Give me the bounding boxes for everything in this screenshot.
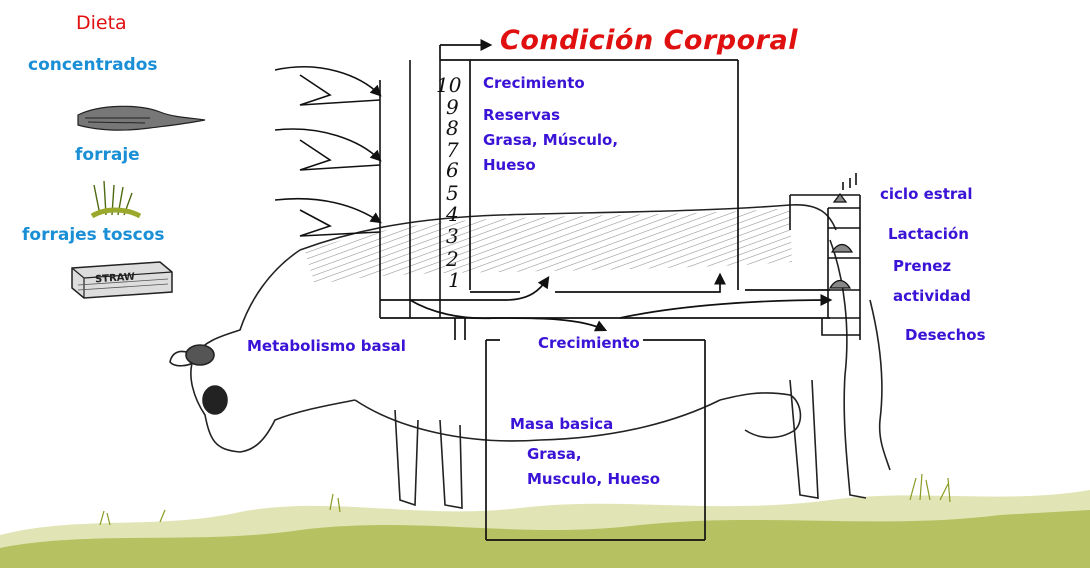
reserves-line: Hueso [483, 157, 536, 174]
scale-number: 7 [446, 140, 459, 160]
scale-number: 5 [446, 183, 459, 203]
base-mass-line: Musculo, Hueso [527, 471, 660, 488]
reserves-growth-label: Crecimiento [483, 75, 585, 92]
diet-item-concentrates: concentrados [28, 56, 158, 76]
diagram-title: Condición Corporal [500, 25, 798, 56]
scale-number: 1 [448, 270, 461, 290]
output-lactation: Lactación [888, 226, 969, 243]
scale-number: 3 [446, 226, 459, 246]
concentrate-feed-icon [78, 106, 205, 130]
growth-label: Crecimiento [535, 335, 643, 352]
scale-number: 4 [446, 204, 459, 224]
diet-input-arrows [275, 67, 380, 236]
base-mass-line: Grasa, [527, 446, 582, 463]
scale-number: 9 [446, 97, 459, 117]
scale-number: 10 [436, 75, 461, 95]
scale-number: 2 [446, 249, 459, 269]
scale-number: 8 [446, 118, 459, 138]
output-branches [790, 173, 860, 340]
scale-number: 6 [446, 160, 459, 180]
forage-icon [92, 181, 140, 216]
output-waste: Desechos [905, 327, 986, 344]
output-pregnancy: Prenez [893, 258, 951, 275]
diet-item-coarse-forage: forrajes toscos [22, 226, 165, 246]
reserves-line: Reservas [483, 107, 560, 124]
base-mass-title: Masa basica [510, 416, 613, 433]
diet-title: Dieta [76, 13, 127, 35]
diet-item-forage: forraje [75, 146, 140, 166]
coat-hatching [305, 208, 792, 285]
intake-column [380, 60, 440, 318]
reserves-line: Grasa, Músculo, [483, 132, 618, 149]
output-estrous-cycle: ciclo estral [880, 186, 973, 203]
basal-metabolism-label: Metabolismo basal [244, 338, 409, 355]
output-activity: actividad [893, 288, 971, 305]
